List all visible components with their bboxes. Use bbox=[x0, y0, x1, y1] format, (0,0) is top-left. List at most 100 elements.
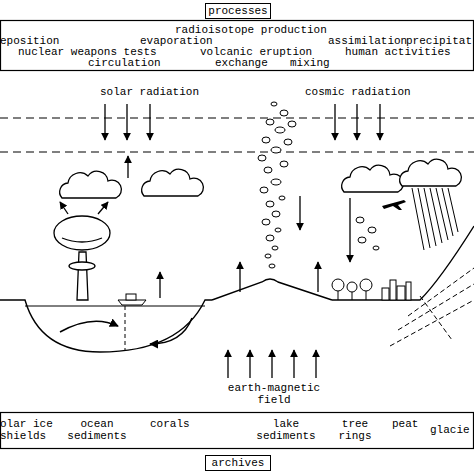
clouds bbox=[60, 171, 122, 198]
rain bbox=[418, 188, 430, 248]
volcanic-plume bbox=[356, 217, 364, 223]
volcanic-plume bbox=[373, 246, 379, 250]
volcanic-plume bbox=[262, 137, 270, 143]
volcanic-plume bbox=[260, 187, 268, 193]
volcano bbox=[212, 279, 332, 300]
vertical-exchange-arrows bbox=[159, 272, 160, 298]
volcanic-plume bbox=[264, 167, 272, 173]
airplane bbox=[382, 200, 406, 210]
city bbox=[382, 288, 389, 300]
land-surface bbox=[332, 226, 474, 300]
radiation-arrows bbox=[334, 104, 335, 140]
frame-lines bbox=[1, 21, 474, 449]
volcanic-plume bbox=[271, 102, 277, 106]
vertical-exchange-arrows bbox=[239, 262, 240, 292]
airplane bbox=[382, 200, 406, 210]
magnetic-field-arrows bbox=[249, 350, 250, 378]
ship bbox=[118, 294, 146, 305]
process-name: volcanic eruption bbox=[200, 46, 312, 58]
process-name: circulation bbox=[88, 57, 161, 69]
atmosphere-boundary bbox=[0, 118, 474, 152]
magnetic-field-arrows bbox=[315, 350, 316, 378]
ship bbox=[126, 294, 136, 300]
rain bbox=[448, 188, 458, 232]
forcing-label: solar radiation bbox=[100, 86, 199, 98]
process-name: eposition bbox=[0, 35, 59, 47]
trees bbox=[332, 279, 344, 291]
vertical-exchange-arrows bbox=[299, 196, 300, 230]
circulation-arrows bbox=[150, 318, 192, 344]
magnetic-field-arrows bbox=[227, 350, 228, 378]
vertical-exchange-arrows bbox=[60, 196, 350, 298]
vertical-exchange-arrows bbox=[98, 202, 108, 214]
process-name: nuclear weapons tests bbox=[18, 46, 157, 58]
volcanic-plume bbox=[280, 161, 288, 167]
volcanic-plume bbox=[275, 127, 285, 133]
heading-box: archives bbox=[205, 455, 271, 471]
rain bbox=[430, 188, 442, 243]
volcanic-plume bbox=[284, 139, 292, 145]
glacier-layers bbox=[420, 296, 452, 340]
trees bbox=[360, 279, 372, 291]
vertical-exchange-arrows bbox=[317, 262, 318, 292]
glacier-layers bbox=[390, 300, 474, 346]
rain bbox=[424, 188, 436, 246]
mushroom-cloud bbox=[54, 216, 110, 250]
city bbox=[382, 280, 411, 300]
atmosphere-boundary bbox=[0, 117, 474, 118]
volcanic-plume bbox=[258, 102, 379, 268]
archive-name: tree rings bbox=[333, 418, 377, 442]
archive-name: corals bbox=[150, 418, 190, 430]
volcanic-plume bbox=[265, 254, 271, 258]
volcanic-plume bbox=[258, 155, 266, 161]
archive-name: ocean sediments bbox=[62, 418, 132, 442]
volcanic-plume bbox=[269, 264, 275, 268]
city bbox=[397, 286, 405, 300]
vertical-exchange-arrows bbox=[60, 202, 68, 214]
ocean-basin bbox=[0, 300, 212, 352]
volcanic-plume bbox=[266, 119, 274, 125]
process-name: human activities bbox=[345, 46, 451, 58]
rain bbox=[436, 188, 448, 240]
process-name: assimilation bbox=[328, 35, 407, 47]
forcing-label: earth-magnetic field bbox=[222, 382, 326, 406]
volcanic-plume bbox=[266, 201, 274, 207]
archive-name: glacie bbox=[430, 424, 470, 436]
radiation-arrows bbox=[356, 104, 357, 140]
volcano bbox=[212, 279, 332, 300]
rain bbox=[412, 188, 458, 250]
volcanic-plume bbox=[266, 235, 274, 241]
vertical-exchange-arrows bbox=[349, 198, 350, 262]
frame-lines bbox=[1, 413, 474, 449]
volcanic-plume bbox=[288, 121, 296, 127]
radiation-arrows bbox=[379, 104, 380, 140]
clouds bbox=[400, 159, 462, 186]
radiation-arrows bbox=[149, 104, 150, 140]
archive-name: peat bbox=[392, 418, 418, 430]
rain bbox=[412, 188, 424, 250]
heading-box: processes bbox=[205, 3, 271, 19]
ocean-basin bbox=[125, 306, 126, 350]
volcanic-plume bbox=[279, 196, 285, 200]
glacier-layers bbox=[408, 268, 474, 316]
process-name: precipitat bbox=[406, 35, 472, 47]
glacier-layers bbox=[390, 268, 474, 346]
circulation-arrows bbox=[60, 321, 118, 332]
volcanic-plume bbox=[271, 147, 281, 153]
process-name: evaporation bbox=[140, 35, 213, 47]
process-name: mixing bbox=[290, 57, 330, 69]
volcanic-plume bbox=[271, 179, 281, 185]
box-text: archives bbox=[212, 457, 265, 469]
rain bbox=[442, 188, 453, 236]
land-surface bbox=[332, 226, 474, 300]
volcanic-plume bbox=[358, 237, 366, 243]
clouds bbox=[142, 169, 204, 196]
radiation-arrows bbox=[126, 104, 127, 140]
process-name: exchange bbox=[215, 57, 268, 69]
process-name: radioisotope production bbox=[175, 24, 327, 36]
magnetic-field-arrows bbox=[228, 350, 316, 378]
volcanic-plume bbox=[368, 227, 376, 233]
circulation-arrows bbox=[60, 318, 192, 344]
mushroom-cloud bbox=[54, 216, 110, 300]
